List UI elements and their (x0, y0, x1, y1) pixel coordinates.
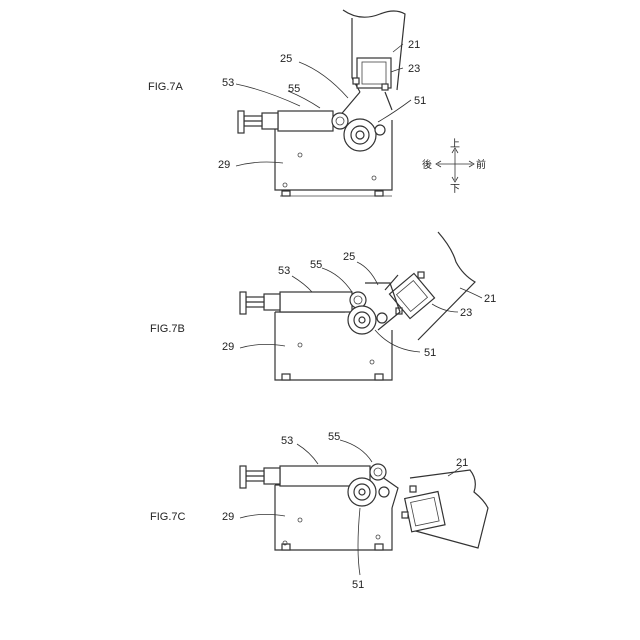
leader (358, 508, 360, 575)
leader (432, 304, 458, 312)
compass-back: 後 (422, 158, 432, 171)
nut (240, 466, 246, 488)
figure-title: FIG.7B (150, 323, 185, 335)
direction-compass: 上 下 後 前 (422, 138, 486, 195)
bolt (382, 84, 388, 90)
foot (282, 191, 290, 196)
label-55: 55 (328, 431, 340, 443)
label-53: 53 (281, 435, 293, 447)
leader (236, 162, 283, 166)
cylinder-end (264, 468, 280, 484)
hole (283, 183, 287, 187)
pivot-side (375, 125, 385, 135)
figure-7b: FIG.7B 21 (150, 232, 496, 380)
bolt (410, 486, 416, 492)
figure-7a: FIG.7A (148, 10, 426, 196)
label-29: 29 (218, 159, 230, 171)
label-29: 29 (222, 341, 234, 353)
leader (292, 276, 312, 292)
leader (375, 330, 420, 352)
compass-up: 上 (450, 138, 460, 150)
compass-down: 下 (450, 184, 460, 195)
hole (372, 176, 376, 180)
label-23: 23 (408, 63, 420, 75)
nut (240, 292, 246, 314)
pivot-core (356, 131, 364, 139)
label-25: 25 (280, 53, 292, 65)
foot (375, 191, 383, 196)
figure-title: FIG.7A (148, 81, 184, 93)
foot (375, 544, 383, 550)
label-55: 55 (310, 259, 322, 271)
bolt (402, 512, 408, 518)
leader (391, 68, 403, 72)
bolt (353, 78, 359, 84)
label-21: 21 (408, 39, 420, 51)
nut (238, 111, 244, 133)
leader (357, 262, 378, 285)
leader (378, 100, 411, 122)
label-51: 51 (352, 579, 364, 591)
pivot-core (359, 489, 365, 495)
cylinder-body (280, 292, 352, 312)
label-29: 29 (222, 511, 234, 523)
hole (298, 343, 302, 347)
roller (332, 113, 348, 129)
label-21: 21 (456, 457, 468, 469)
leader (240, 514, 285, 518)
label-51: 51 (414, 95, 426, 107)
foot (375, 374, 383, 380)
label-53: 53 (222, 77, 234, 89)
foot (282, 374, 290, 380)
pivot-side (379, 487, 389, 497)
figure-title: FIG.7C (150, 511, 186, 523)
label-55: 55 (288, 83, 300, 95)
label-53: 53 (278, 265, 290, 277)
hole (298, 518, 302, 522)
label-21: 21 (484, 293, 496, 305)
leader (299, 62, 348, 98)
label-23: 23 (460, 307, 472, 319)
leader (460, 288, 482, 298)
leader (297, 444, 318, 464)
hole (376, 535, 380, 539)
cylinder-end (264, 294, 280, 310)
leader (240, 344, 285, 348)
pivot-side (377, 313, 387, 323)
bolt (418, 272, 424, 278)
cylinder-body (278, 111, 333, 131)
bracket (405, 491, 445, 531)
pivot-core (359, 317, 365, 323)
leader (322, 268, 352, 292)
hole (370, 360, 374, 364)
cylinder-end (262, 113, 278, 129)
roller (370, 464, 386, 480)
label-51: 51 (424, 347, 436, 359)
hole (298, 153, 302, 157)
compass-front: 前 (476, 158, 486, 171)
figure-7c: FIG.7C 21 55 (150, 431, 488, 591)
label-25: 25 (343, 251, 355, 263)
leader (340, 440, 372, 462)
